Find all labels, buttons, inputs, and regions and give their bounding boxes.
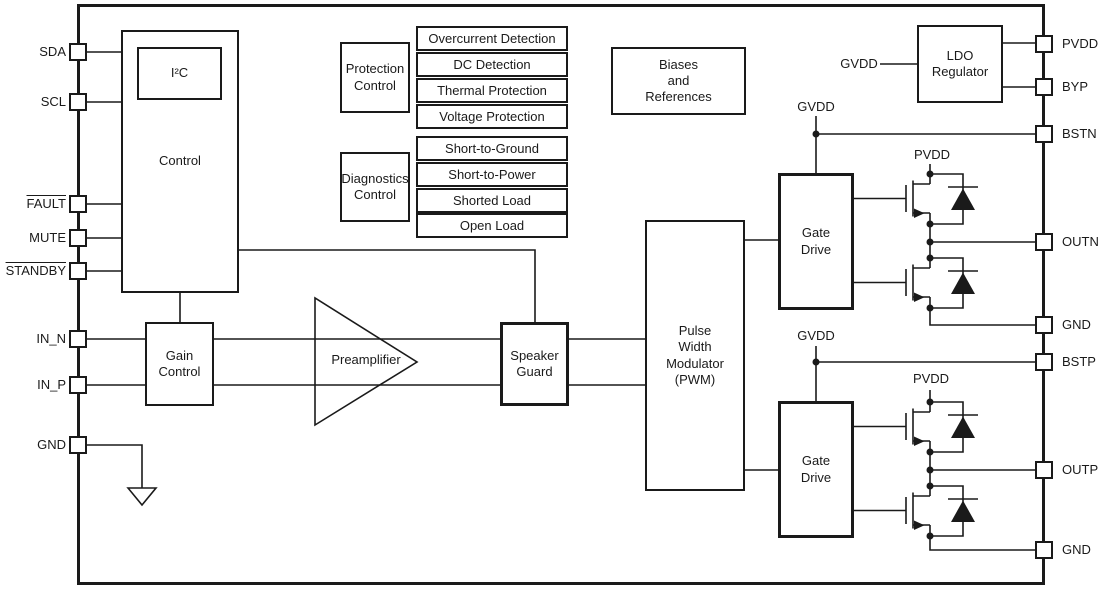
protection-control-block: Protection Control (340, 42, 410, 113)
gate-drive-n-label: Gate Drive (800, 225, 832, 257)
diagnostic-function-label: Short-to-Power (448, 167, 536, 182)
pin-in-n (69, 330, 87, 348)
diagnostics-control-block: Diagnostics Control (340, 152, 410, 222)
pin-scl-label: SCL (40, 94, 66, 109)
diagnostic-function-label: Short-to-Ground (445, 141, 539, 156)
pin-outp-label: OUTP (1062, 462, 1099, 477)
protection-function-label: Voltage Protection (439, 109, 545, 124)
wire-gnd-n-pin (929, 308, 1036, 326)
protection-function-row: Thermal Protection (416, 78, 568, 103)
ldo-regulator-block: LDO Regulator (917, 25, 1003, 103)
nmos-high-side-outp-icon (905, 397, 979, 457)
protection-function-label: DC Detection (453, 57, 531, 72)
diagnostic-function-row: Short-to-Ground (416, 136, 568, 161)
speaker-guard-label: Speaker Guard (510, 347, 559, 379)
wire-gnd-lead (87, 444, 143, 488)
gate-drive-p-block: Gate Drive (778, 401, 854, 538)
diagnostic-function-label: Open Load (459, 218, 525, 233)
diagnostic-function-row: Open Load (416, 213, 568, 238)
control-label: Control (159, 153, 201, 169)
pin-in-n-label: IN_N (36, 331, 66, 346)
diagnostic-function-row: Short-to-Power (416, 162, 568, 187)
pin-standby (69, 262, 87, 280)
gate-drive-n-block: Gate Drive (778, 173, 854, 310)
pin-bstp-label: BSTP (1062, 354, 1096, 369)
ldo-regulator-label: LDO Regulator (931, 47, 989, 79)
pin-gnd-n-label: GND (1062, 317, 1091, 332)
protection-function-row: Overcurrent Detection (416, 26, 568, 51)
pin-standby-label: STANDBY (5, 263, 66, 278)
junction-dot (812, 130, 820, 138)
pin-pvdd (1035, 35, 1053, 53)
diagnostic-function-label: Shorted Load (452, 193, 532, 208)
pvdd-p-net-label: PVDD (912, 371, 950, 386)
i2c-block: I²C (137, 47, 222, 100)
pwm-block: Pulse Width Modulator (PWM) (645, 220, 745, 491)
pin-bstp (1035, 353, 1053, 371)
nmos-low-side-outp-icon (905, 481, 979, 541)
pin-sda-label: SDA (39, 44, 66, 59)
pin-fault-label: FAULT (26, 196, 67, 211)
gain-control-label: Gain Control (158, 347, 201, 379)
gvdd-ldo-net-label: GVDD (840, 56, 878, 71)
nmos-high-side-outn-icon (905, 169, 979, 229)
pin-fault (69, 195, 87, 213)
protection-function-label: Thermal Protection (437, 83, 547, 98)
wires (87, 42, 1036, 551)
pin-pvdd-label: PVDD (1062, 36, 1099, 51)
pin-mute (69, 229, 87, 247)
speaker-guard-block: Speaker Guard (500, 322, 569, 406)
pin-gnd-n (1035, 316, 1053, 334)
biases-references-label: Biases and References (645, 56, 712, 105)
gvdd-n-net-label: GVDD (797, 99, 835, 114)
gvdd-p-net-label: GVDD (797, 328, 835, 343)
protection-function-row: DC Detection (416, 52, 568, 77)
junction-dot (812, 358, 820, 366)
pin-byp (1035, 78, 1053, 96)
nmos-low-side-outn-icon (905, 253, 979, 313)
protection-function-row: Voltage Protection (416, 104, 568, 129)
pin-bstn (1035, 125, 1053, 143)
pin-outp (1035, 461, 1053, 479)
pin-outn (1035, 233, 1053, 251)
wire-gnd-p-pin (929, 536, 1036, 551)
i2c-label: I²C (170, 65, 189, 81)
pin-scl (69, 93, 87, 111)
pin-bstn-label: BSTN (1062, 126, 1097, 141)
preamplifier-triangle (314, 296, 419, 427)
chip-boundary (77, 4, 1045, 585)
protection-control-label: Protection Control (345, 61, 405, 93)
pin-sda (69, 43, 87, 61)
pin-byp-label: BYP (1062, 79, 1089, 94)
pin-gnd-left (69, 436, 87, 454)
junction-dot (926, 238, 934, 246)
gate-drive-p-label: Gate Drive (800, 453, 832, 485)
pin-in-p (69, 376, 87, 394)
pin-gnd-left-label: GND (37, 437, 66, 452)
pwm-label: Pulse Width Modulator (PWM) (666, 323, 724, 387)
junction-dot (926, 466, 934, 474)
diagnostics-control-label: Diagnostics Control (341, 170, 409, 202)
diagnostic-function-row: Shorted Load (416, 188, 568, 213)
wire-control-to-speaker-guard (239, 249, 536, 322)
gain-control-block: Gain Control (145, 322, 214, 406)
pin-outn-label: OUTN (1062, 234, 1099, 249)
biases-references-block: Biases and References (611, 47, 746, 115)
ground-icon (126, 487, 158, 507)
pin-mute-label: MUTE (29, 230, 66, 245)
pin-gnd-p-label: GND (1062, 542, 1091, 557)
preamplifier-label: Preamplifier (331, 352, 401, 367)
pin-gnd-p (1035, 541, 1053, 559)
pin-in-p-label: IN_P (37, 377, 66, 392)
protection-function-label: Overcurrent Detection (428, 31, 556, 46)
pvdd-n-net-label: PVDD (913, 147, 951, 162)
